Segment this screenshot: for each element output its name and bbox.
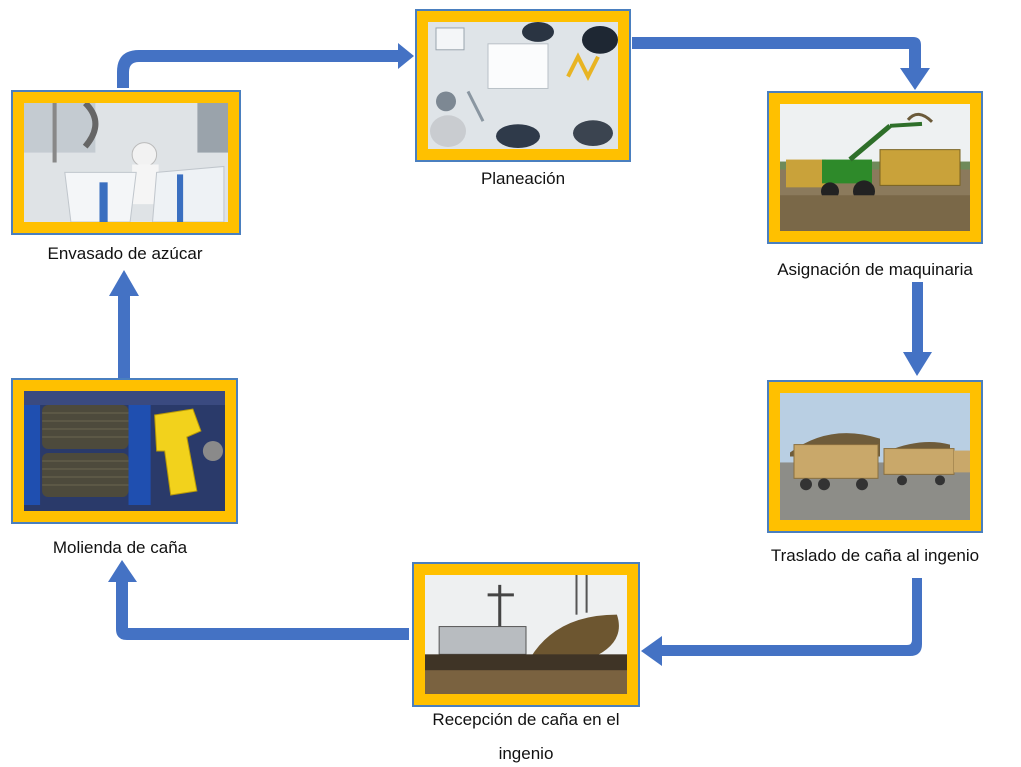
arrow-traslado-to-recepcion-head: [641, 636, 662, 666]
arrow-planeacion-to-asignacion-head: [900, 68, 930, 90]
arrow-asignacion-to-traslado: [912, 282, 923, 354]
step-recepcion-card: [412, 562, 640, 707]
step-traslado-label: Traslado de caña al ingenio: [770, 546, 980, 565]
arrow-planeacion-to-asignacion: [632, 37, 921, 68]
arrow-envasado-to-planeacion: [117, 50, 398, 88]
step-traslado-card: [767, 380, 983, 533]
arrow-recepcion-to-molienda: [116, 580, 409, 640]
step-envasado-card: [11, 90, 241, 235]
sugar-bagging-photo: [24, 103, 228, 222]
arrow-molienda-to-envasado: [118, 292, 130, 378]
step-planeacion-card: [415, 9, 631, 162]
step-asignacion-card: [767, 91, 983, 244]
arrow-recepcion-to-molienda-head: [108, 560, 137, 582]
step-asignacion-label: Asignación de maquinaria: [777, 260, 973, 279]
step-molienda-card: [11, 378, 238, 524]
step-recepcion-label-line2: ingenio: [498, 744, 554, 763]
step-molienda-label: Molienda de caña: [52, 538, 188, 557]
arrow-asignacion-to-traslado-head: [903, 352, 932, 376]
step-recepcion-label-line1: Recepción de caña en el: [432, 710, 620, 729]
step-envasado-label: Envasado de azúcar: [47, 244, 203, 263]
meeting-table-photo: [428, 22, 618, 149]
arrow-envasado-to-planeacion-head: [398, 43, 414, 69]
tractor-loader-photo: [780, 104, 970, 231]
cane-crane-photo: [425, 575, 627, 694]
arrow-traslado-to-recepcion: [660, 578, 922, 656]
arrow-molienda-to-envasado-head: [109, 270, 139, 296]
cane-trucks-photo: [780, 393, 970, 520]
mill-rollers-photo: [24, 391, 225, 511]
step-planeacion-label: Planeación: [480, 169, 566, 188]
